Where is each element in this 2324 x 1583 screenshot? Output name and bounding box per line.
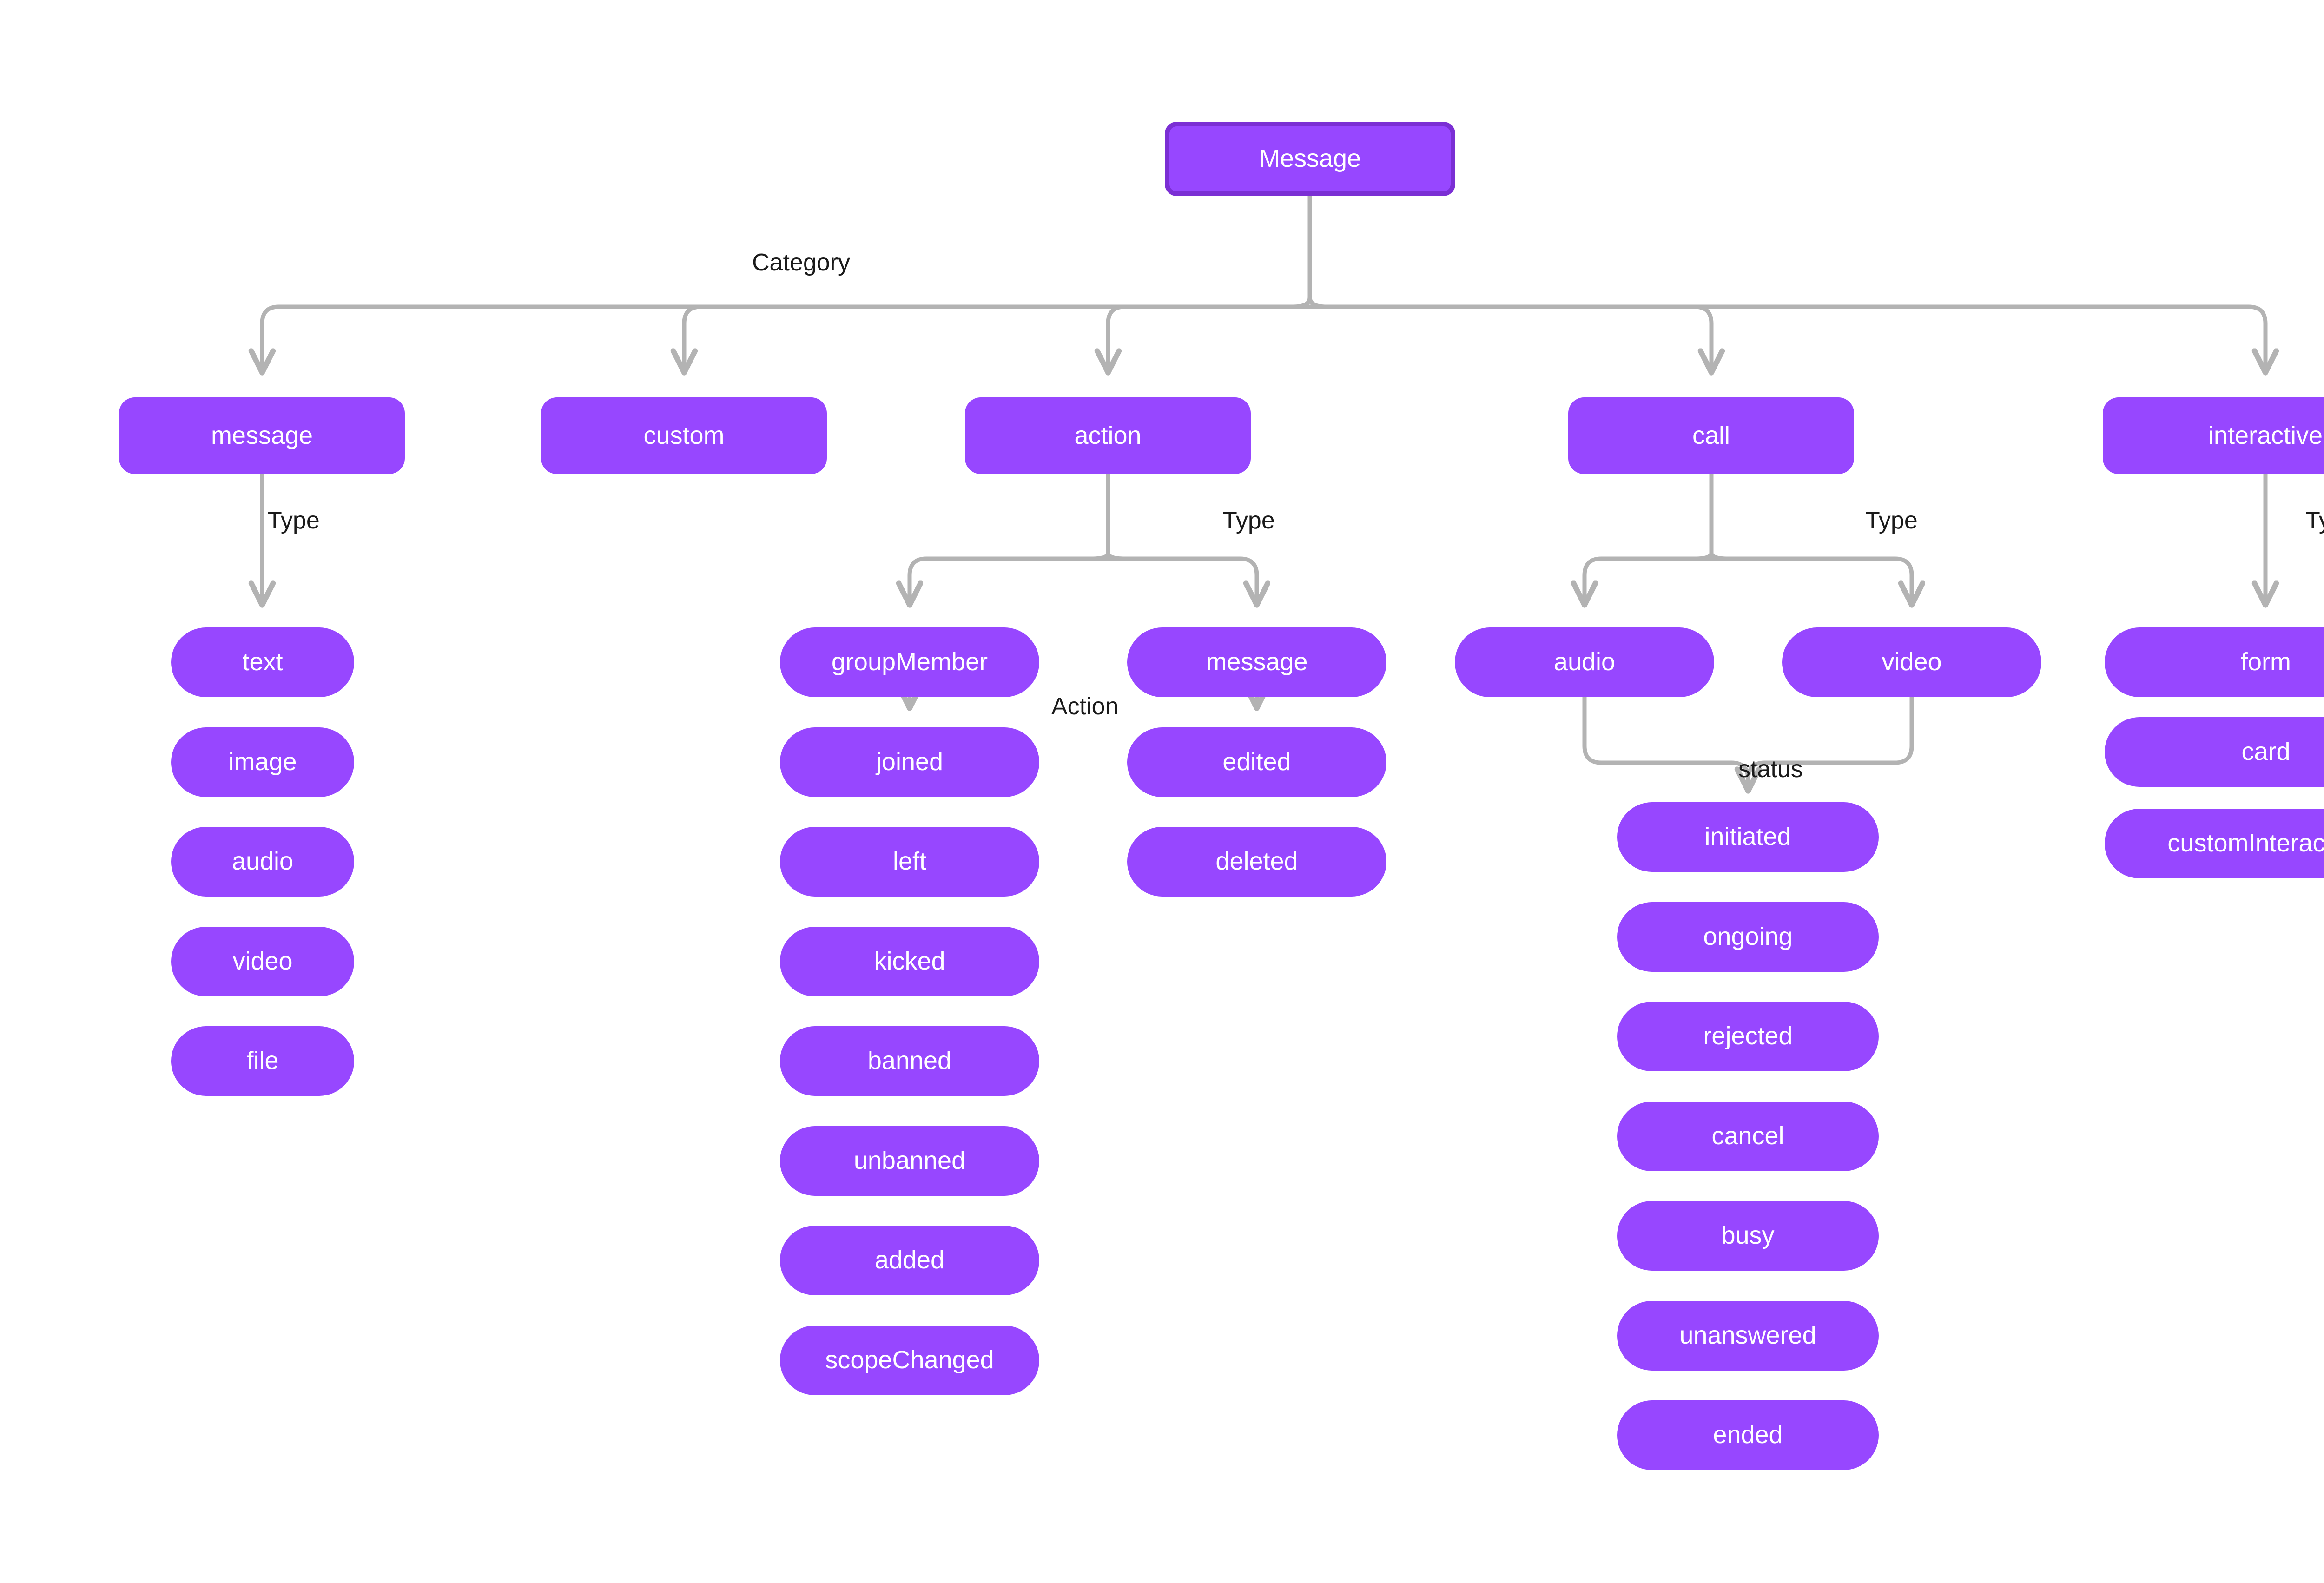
node-category-message[interactable]: message [119,397,405,474]
node-call-status-initiated[interactable]: initiated [1617,802,1879,872]
node-label: video [232,947,293,976]
node-call-status-unanswered[interactable]: unanswered [1617,1301,1879,1371]
edge-label-type-interactive: Type [2305,507,2324,534]
edge-label-action: Action [1051,693,1119,720]
node-category-action[interactable]: action [965,397,1251,474]
edge-label-category: Category [752,249,850,276]
node-label: edited [1222,748,1291,776]
node-label: initiated [1704,823,1791,851]
node-interactive-type-custominteractive[interactable]: customInteractive [2105,809,2324,878]
edge-label-type-call: Type [1865,507,1918,534]
node-label: rejected [1703,1022,1793,1050]
edge-label-type-message: Type [267,507,320,534]
node-label: deleted [1215,847,1298,876]
node-groupmember-action-added[interactable]: added [780,1226,1039,1295]
node-message-root[interactable]: Message [1165,122,1455,196]
node-label: added [874,1246,945,1274]
node-label: message [1206,648,1308,676]
node-call-status-ongoing[interactable]: ongoing [1617,902,1879,972]
edge-label-type-action: Type [1222,507,1275,534]
node-label: groupMember [831,648,988,676]
node-groupmember-action-unbanned[interactable]: unbanned [780,1126,1039,1196]
node-label: left [892,847,927,876]
node-label: banned [867,1047,952,1075]
node-label: message [211,421,313,449]
node-label: form [2241,648,2291,676]
node-interactive-type-card[interactable]: card [2105,717,2324,787]
node-label: call [1692,421,1730,449]
node-call-type-video[interactable]: video [1782,627,2041,697]
node-groupmember-action-joined[interactable]: joined [780,727,1039,797]
node-label: audio [1553,648,1616,676]
node-message-action-edited[interactable]: edited [1127,727,1386,797]
node-label: file [246,1047,279,1075]
node-message-action-deleted[interactable]: deleted [1127,827,1386,897]
node-label: audio [231,847,294,876]
node-label: action [1074,421,1142,449]
node-label: video [1882,648,1942,676]
node-category-call[interactable]: call [1568,397,1854,474]
node-label: customInteractive [2167,829,2324,857]
node-label: ongoing [1703,923,1793,951]
node-category-interactive[interactable]: interactive [2103,397,2324,474]
node-call-type-audio[interactable]: audio [1455,627,1714,697]
node-groupmember-action-banned[interactable]: banned [780,1026,1039,1096]
node-label: unbanned [853,1147,966,1175]
node-message-type-file[interactable]: file [171,1026,354,1096]
edge-label-status: status [1738,756,1803,783]
node-label: cancel [1711,1122,1784,1150]
node-action-type-message[interactable]: message [1127,627,1386,697]
node-action-type-groupmember[interactable]: groupMember [780,627,1039,697]
node-label: scopeChanged [825,1346,994,1374]
node-groupmember-action-kicked[interactable]: kicked [780,927,1039,996]
node-category-custom[interactable]: custom [541,397,827,474]
node-call-status-ended[interactable]: ended [1617,1400,1879,1470]
node-groupmember-action-left[interactable]: left [780,827,1039,897]
node-label: text [242,648,283,676]
node-label: custom [643,421,725,449]
node-label: card [2241,738,2291,766]
node-message-type-text[interactable]: text [171,627,354,697]
node-label: image [228,748,297,776]
node-call-status-rejected[interactable]: rejected [1617,1002,1879,1071]
node-groupmember-action-scopechanged[interactable]: scopeChanged [780,1326,1039,1395]
node-call-status-busy[interactable]: busy [1617,1201,1879,1271]
node-label: unanswered [1679,1321,1816,1350]
node-message-type-audio[interactable]: audio [171,827,354,897]
node-message-type-video[interactable]: video [171,927,354,996]
node-label: kicked [874,947,945,976]
node-interactive-type-form[interactable]: form [2105,627,2324,697]
node-label: ended [1713,1421,1783,1449]
node-label: busy [1721,1221,1775,1250]
node-label: interactive [2208,421,2323,449]
node-label: joined [876,748,944,776]
node-message-type-image[interactable]: image [171,727,354,797]
node-label: Message [1259,145,1361,173]
node-call-status-cancel[interactable]: cancel [1617,1102,1879,1171]
